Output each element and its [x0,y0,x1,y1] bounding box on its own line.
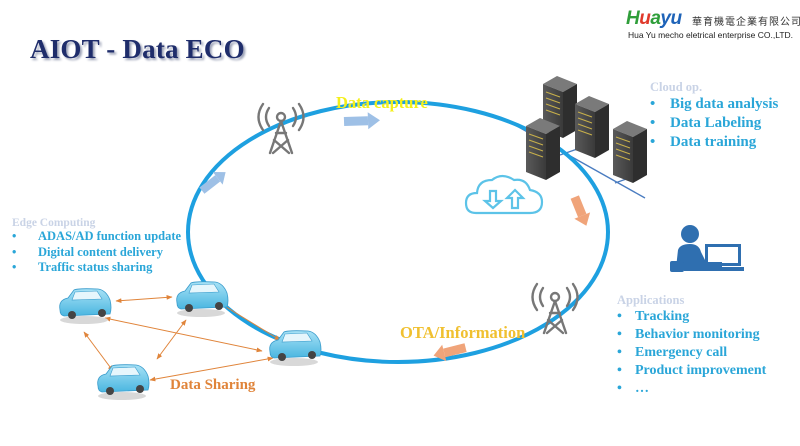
list-item: • Product improvement [617,362,766,380]
bullet: • [12,260,17,274]
logo-english-name: Hua Yu mecho eletrical enterprise CO.,LT… [628,30,794,40]
list-item: • Digital content delivery [12,245,181,261]
logo-letter: H [626,8,640,29]
list-item-text: Data Labeling [670,115,762,131]
data-capture-label: Data capture [336,93,428,112]
list-item: • Data training [650,133,778,152]
bullet: • [650,115,656,131]
cell-tower-icon-right [531,282,579,335]
list-item: • Big data analysis [650,95,778,114]
upload-arrow-left [199,172,226,194]
bullet: • [12,244,17,259]
edge-computing-list: • ADAS/AD function update • Digital conten… [12,229,181,276]
data-sharing-label: Data Sharing [170,377,256,393]
slide-title: AIOT - Data ECO [30,34,245,64]
data-flow-ring [186,100,610,364]
logo-letter: u [639,8,651,29]
bullet: • [617,381,622,396]
cloud-upload-download-icon [464,174,544,215]
logo-chinese-name: 華育機電企業有限公司 [692,17,800,28]
list-item-text: … [635,381,649,396]
company-logo: Huayu 華育機電企業有限公司 Hua Yu mecho eletrical … [624,8,800,44]
list-item: • Data Labeling [650,114,778,133]
applications-title: Applications [617,293,685,307]
logo-letter: y [660,8,671,29]
download-arrow-right [570,195,591,226]
list-item-text: Behavior monitoring [635,327,760,342]
bullet: • [617,345,622,360]
bullet: • [617,327,622,342]
list-item-text: Product improvement [635,363,767,378]
cloud-op-title: Cloud op. [650,80,703,94]
car-icon-4 [97,364,150,400]
cell-tower-icon-top [257,102,305,155]
list-item-text: Traffic status sharing [38,260,153,274]
list-item-text: ADAS/AD function update [38,229,182,243]
list-item: • ADAS/AD function update [12,229,181,245]
ota-information-label: OTA/Information [400,323,526,342]
list-item: •… [617,380,766,398]
list-item-text: Big data analysis [670,96,779,112]
list-item-text: Tracking [635,309,690,324]
car-icon-2 [176,281,229,317]
user-at-computer-icon [670,225,744,272]
cloud-op-section: Cloud op. • Big data analysis • Data Label… [650,80,778,152]
logo-letter: u [670,8,683,29]
bullet: • [12,229,17,243]
edge-computing-section: Edge Computing • ADAS/AD function update … [12,217,181,276]
list-item-text: Digital content delivery [38,244,163,259]
list-item: • Behavior monitoring [617,326,766,344]
edge-computing-title: Edge Computing [12,217,96,229]
applications-list: • Tracking • Behavior monitoring • Emergenc… [617,308,766,398]
upload-arrow-top [343,112,380,130]
data-sharing-arrows [83,294,281,382]
list-item: • Tracking [617,308,766,326]
download-arrow-bottom [433,343,467,362]
bullet: • [650,96,656,112]
list-item-text: Data training [670,134,757,150]
server-rack-icon [526,76,647,183]
car-icon-1 [59,288,112,324]
cloud-op-list: • Big data analysis • Data Labeling • Data … [650,95,778,152]
list-item-text: Emergency call [635,345,728,360]
logo-letter: a [650,8,661,29]
bullet: • [650,134,656,150]
list-item: • Emergency call [617,344,766,362]
bullet: • [617,309,622,324]
car-icon-3 [269,330,322,366]
applications-section: Applications • Tracking • Behavior monitor… [617,293,766,398]
list-item: • Traffic status sharing [12,260,181,276]
bullet: • [617,363,622,378]
logo-brand: Huayu [626,8,682,30]
